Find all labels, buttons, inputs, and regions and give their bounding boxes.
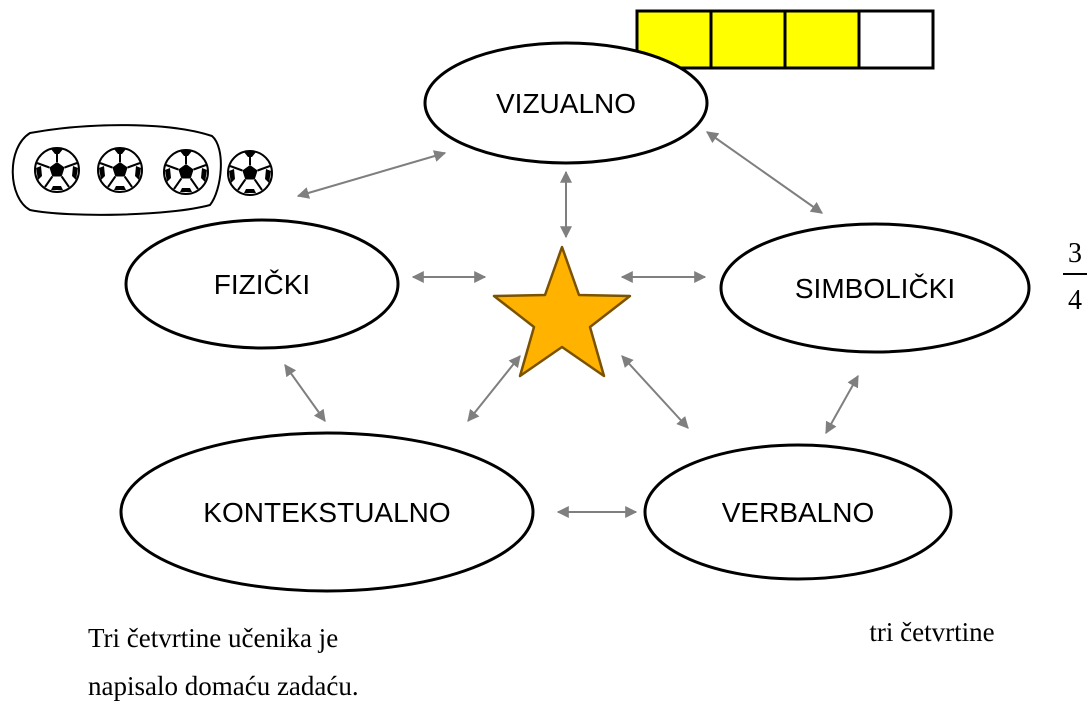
oval-symbolic: SIMBOLIČKI: [719, 222, 1031, 354]
soccer-ball-icon: [34, 147, 80, 193]
star-icon: [492, 245, 632, 378]
fraction-denominator: 4: [1068, 285, 1082, 316]
fraction-bar-segment: [783, 9, 861, 70]
label-symbolic: SIMBOLIČKI: [795, 273, 955, 304]
label-visual: VIZUALNO: [496, 88, 636, 119]
oval-verbal: VERBALNO: [643, 443, 953, 581]
verbal-example-text: tri četvrtine: [869, 617, 994, 647]
label-physical: FIZIČKI: [214, 269, 310, 300]
soccer-ball-icon: [97, 147, 143, 193]
fraction-numerator: 3: [1068, 238, 1082, 269]
soccer-ball-icon: [163, 149, 209, 195]
arrows: [284, 131, 859, 518]
label-contextual: KONTEKSTUALNO: [203, 497, 450, 528]
context-example-line1: Tri četvrtine učenika je: [88, 623, 338, 653]
fraction-bar-segment: [709, 9, 787, 70]
arrow-physical-contextual: [284, 364, 326, 422]
arrow-physical-visual: [296, 150, 447, 199]
arrow-contextual-center: [467, 355, 521, 422]
arrow-symbolic-verbal: [825, 374, 859, 435]
fraction-bar: [635, 9, 935, 70]
context-example-line2: napisalo domaću zadaću.: [88, 671, 359, 701]
soccer-ball-icon: [227, 150, 273, 196]
arrow-visual-symbolic: [706, 131, 823, 214]
symbolic-fraction: 3 4: [1063, 238, 1087, 316]
soccer-balls-group: [11, 124, 273, 216]
fraction-bar-segment: [857, 9, 935, 70]
oval-contextual: KONTEKSTUALNO: [119, 431, 535, 593]
label-verbal: VERBALNO: [722, 497, 875, 528]
oval-visual: VIZUALNO: [423, 41, 709, 165]
arrow-center-verbal: [621, 355, 689, 429]
balls-grouping-loop: [11, 124, 222, 216]
oval-physical: FIZIČKI: [124, 218, 400, 350]
